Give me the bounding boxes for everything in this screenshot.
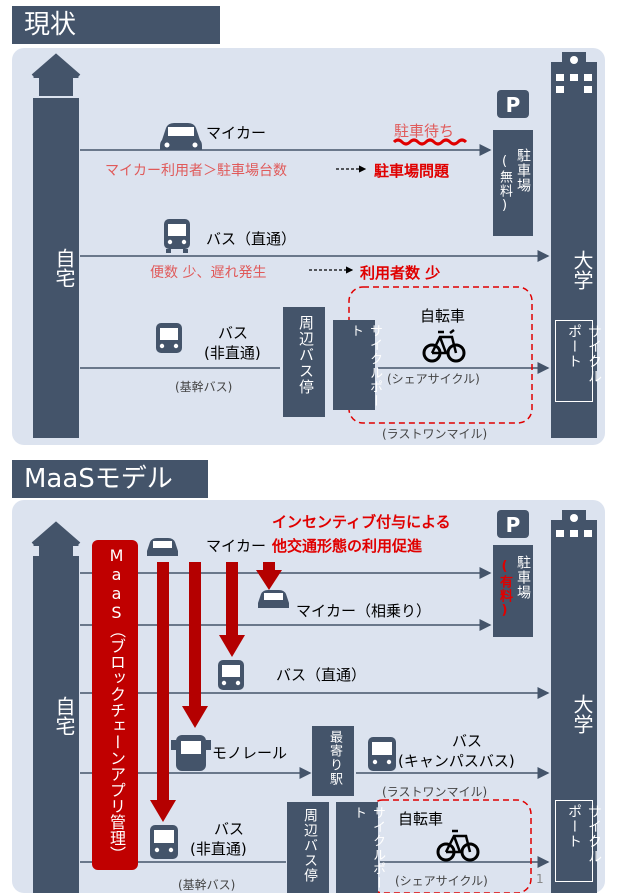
maas-cycle-port-box: サイクルポート [336,802,385,893]
svg-text:P: P [506,93,521,117]
maas-bus-stop-box: 周辺バス停 [287,802,329,893]
maas-home-bar: 自宅 [33,556,79,893]
bus-issue: 便数 少、遅れ発生 [150,265,267,281]
home-label: 自宅 [52,248,76,288]
maas-bus-direct-label: バス（直通） [276,666,367,684]
car-users: マイカー利用者＞駐車場台数 [105,163,287,179]
univ-cycle-port-box [555,320,593,402]
maas-bicycle-label: 自転車 [398,810,444,828]
maas-bus-indirect-label-1: バス [214,820,245,838]
campus-bus-label-1: バス [452,732,483,750]
maas-university-bar: 大学 [551,554,597,893]
car-label: マイカー [206,124,267,142]
maas-car-label: マイカー [206,537,267,555]
maas-bus-indirect-label-2: (非直通) [190,840,247,858]
share-cycle-label: (シェアサイクル) [387,372,480,386]
maas-title: MaaSモデル [12,460,208,498]
maas-app-box[interactable]: MaaS（ブロックチェーンアプリ管理） [92,540,138,870]
univ-cycle-port: サイクルポート [566,324,602,384]
bus-indirect-label-1: バス [218,324,249,342]
maas-university-label: 大学 [570,694,594,734]
trunk-bus-label: (基幹バス) [175,380,233,394]
current-title: 現状 [12,6,220,44]
incentive-line-1: インセンティブ付与による [272,513,451,531]
university-bar: 大学 [551,100,597,438]
parking-wait: 駐車待ち [394,122,455,140]
home-bar: 自宅 [33,98,79,438]
nearest-station-box: 最寄り駅 [312,726,354,796]
bus-stop-box: 周辺バス停 [283,307,325,417]
maas-trunk-bus-label: (基幹バス) [178,878,236,892]
page-number: 1 [536,872,544,886]
parking-problem: 駐車場問題 [374,162,450,180]
bus-indirect-label-2: (非直通) [204,344,261,362]
last-mile-label: (ラストワンマイル) [382,427,488,441]
maas-home-label: 自宅 [52,696,76,736]
incentive-line-2: 他交通形態の利用促進 [272,537,423,555]
monorail-label: モノレール [212,744,288,762]
maas-univ-cycle-port-box [555,800,593,882]
svg-text:P: P [506,513,521,537]
maas-univ-cycle-port: サイクルポート [566,804,602,864]
bus-direct-label: バス（直通） [206,230,297,248]
bicycle-label: 自転車 [420,307,466,325]
parking-box: 駐車場 (無料) [493,130,533,236]
university-label: 大学 [570,250,594,290]
cycle-port-box: サイクルポート [333,320,382,410]
maas-last-mile-label: (ラストワンマイル) [382,785,488,799]
maas-parking-box: 駐車場 (有料) [493,545,533,637]
users-few: 利用者数 少 [360,264,441,282]
maas-share-cycle-label: (シェアサイクル) [395,874,488,888]
campus-bus-label-2: (キャンパスバス) [398,752,515,770]
carpool-label: マイカー（相乗り） [296,602,432,620]
